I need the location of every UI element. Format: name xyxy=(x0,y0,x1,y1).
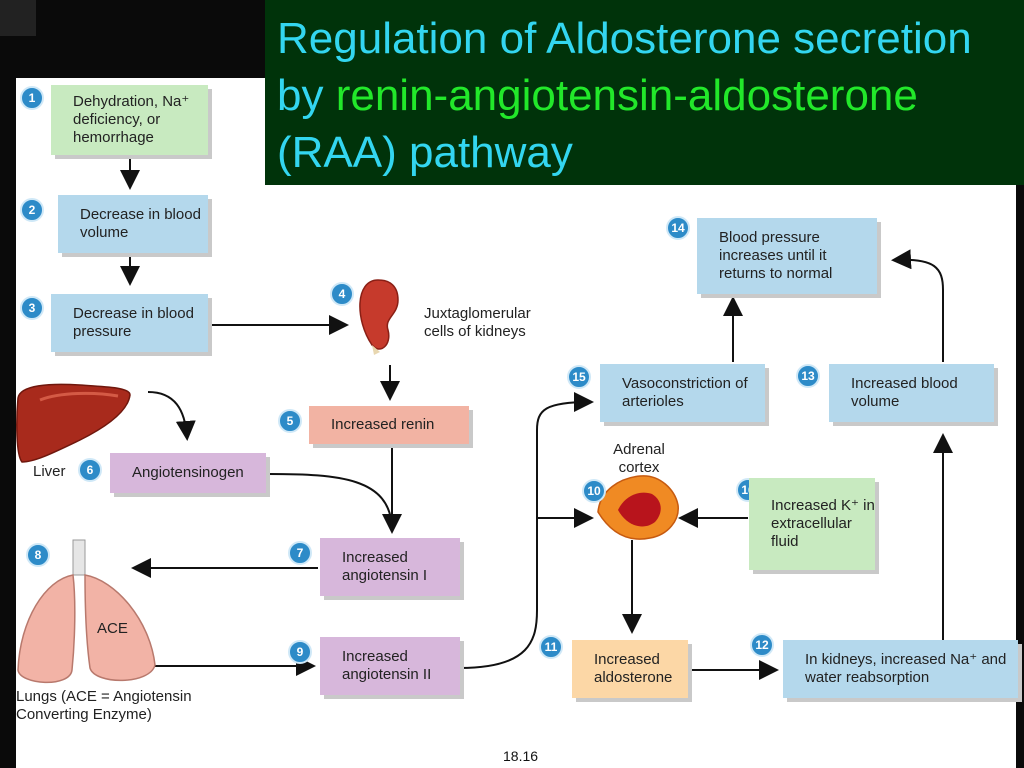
corner-decoration xyxy=(0,0,36,36)
step-16-box: Increased K⁺ in extracellular fluid xyxy=(749,478,875,570)
step-9-badge: 9 xyxy=(288,640,312,664)
lungs-illustration xyxy=(17,539,156,684)
step-7-text: Increased angiotensin I xyxy=(342,549,428,584)
liver-label: Liver xyxy=(33,463,66,480)
step-11-text: Increased aldosterone xyxy=(594,651,673,686)
step-2-badge: 2 xyxy=(20,198,44,222)
step-6-text: Angiotensinogen xyxy=(132,464,244,481)
step-4-badge: 4 xyxy=(330,282,354,306)
step-13-text: Increased blood volume xyxy=(851,375,958,410)
step-4-label: Juxtaglomerular cells of kidneys xyxy=(424,305,531,340)
step-12-box: In kidneys, increased Na⁺ and water reab… xyxy=(783,640,1018,698)
adrenal-cortex-label: Adrenal cortex xyxy=(613,441,665,476)
slide-title: Regulation of Aldosterone secretion by r… xyxy=(277,10,1017,181)
arrow-6-7 xyxy=(267,473,393,529)
arrow-13-14 xyxy=(891,249,944,362)
step-7-badge: 7 xyxy=(288,541,312,565)
title-part-3: (RAA) pathway xyxy=(277,128,573,177)
step-15-box: Vasoconstriction of arterioles xyxy=(600,364,765,422)
step-9-box: Increased angiotensin II xyxy=(320,637,460,695)
step-12-badge: 12 xyxy=(750,633,774,657)
step-14-text: Blood pressure increases until it return… xyxy=(719,229,833,282)
step-2-text: Decrease in blood volume xyxy=(80,206,201,241)
step-6-box: Angiotensinogen xyxy=(110,453,266,493)
step-5-text: Increased renin xyxy=(331,416,435,433)
step-14-box: Blood pressure increases until it return… xyxy=(697,218,877,294)
step-10-badge: 10 xyxy=(582,479,606,503)
step-6-badge: 6 xyxy=(78,458,102,482)
step-11-box: Increased aldosterone xyxy=(572,640,688,698)
step-12-text: In kidneys, increased Na⁺ and water reab… xyxy=(805,651,1007,686)
step-11-badge: 11 xyxy=(539,635,563,659)
title-part-1: Regulation of Aldosterone secretion by xyxy=(277,14,972,120)
step-13-badge: 13 xyxy=(796,364,820,388)
step-8-badge: 8 xyxy=(26,543,50,567)
kidney-illustration xyxy=(359,279,399,355)
step-5-box: Increased renin xyxy=(309,406,469,444)
page-number: 18.16 xyxy=(503,748,539,764)
step-5-badge: 5 xyxy=(278,409,302,433)
ace-label: ACE xyxy=(97,620,128,637)
step-9-text: Increased angiotensin II xyxy=(342,648,432,683)
step-3-text: Decrease in blood pressure xyxy=(73,305,194,340)
step-13-box: Increased blood volume xyxy=(829,364,994,422)
step-1-box: Dehydration, Na⁺ deficiency, or hemorrha… xyxy=(51,85,208,155)
arrow-9-15 xyxy=(459,392,594,669)
adrenal-cortex-illustration xyxy=(597,475,679,540)
step-1-badge: 1 xyxy=(20,86,44,110)
title-part-2: renin-angiotensin-aldosterone xyxy=(335,71,918,120)
step-14-badge: 14 xyxy=(666,216,690,240)
title-background xyxy=(265,0,1024,185)
step-15-badge: 15 xyxy=(567,365,591,389)
step-16-text: Increased K⁺ in extracellular fluid xyxy=(771,497,875,550)
step-15-text: Vasoconstriction of arterioles xyxy=(622,375,748,410)
step-1-text: Dehydration, Na⁺ deficiency, or hemorrha… xyxy=(73,93,190,146)
step-2-box: Decrease in blood volume xyxy=(58,195,208,253)
step-7-box: Increased angiotensin I xyxy=(320,538,460,596)
arrow-liver-6 xyxy=(147,391,196,441)
liver-illustration xyxy=(16,383,131,463)
step-3-badge: 3 xyxy=(20,296,44,320)
step-3-box: Decrease in blood pressure xyxy=(51,294,208,352)
lungs-label: Lungs (ACE = Angiotensin Converting Enzy… xyxy=(16,688,192,723)
